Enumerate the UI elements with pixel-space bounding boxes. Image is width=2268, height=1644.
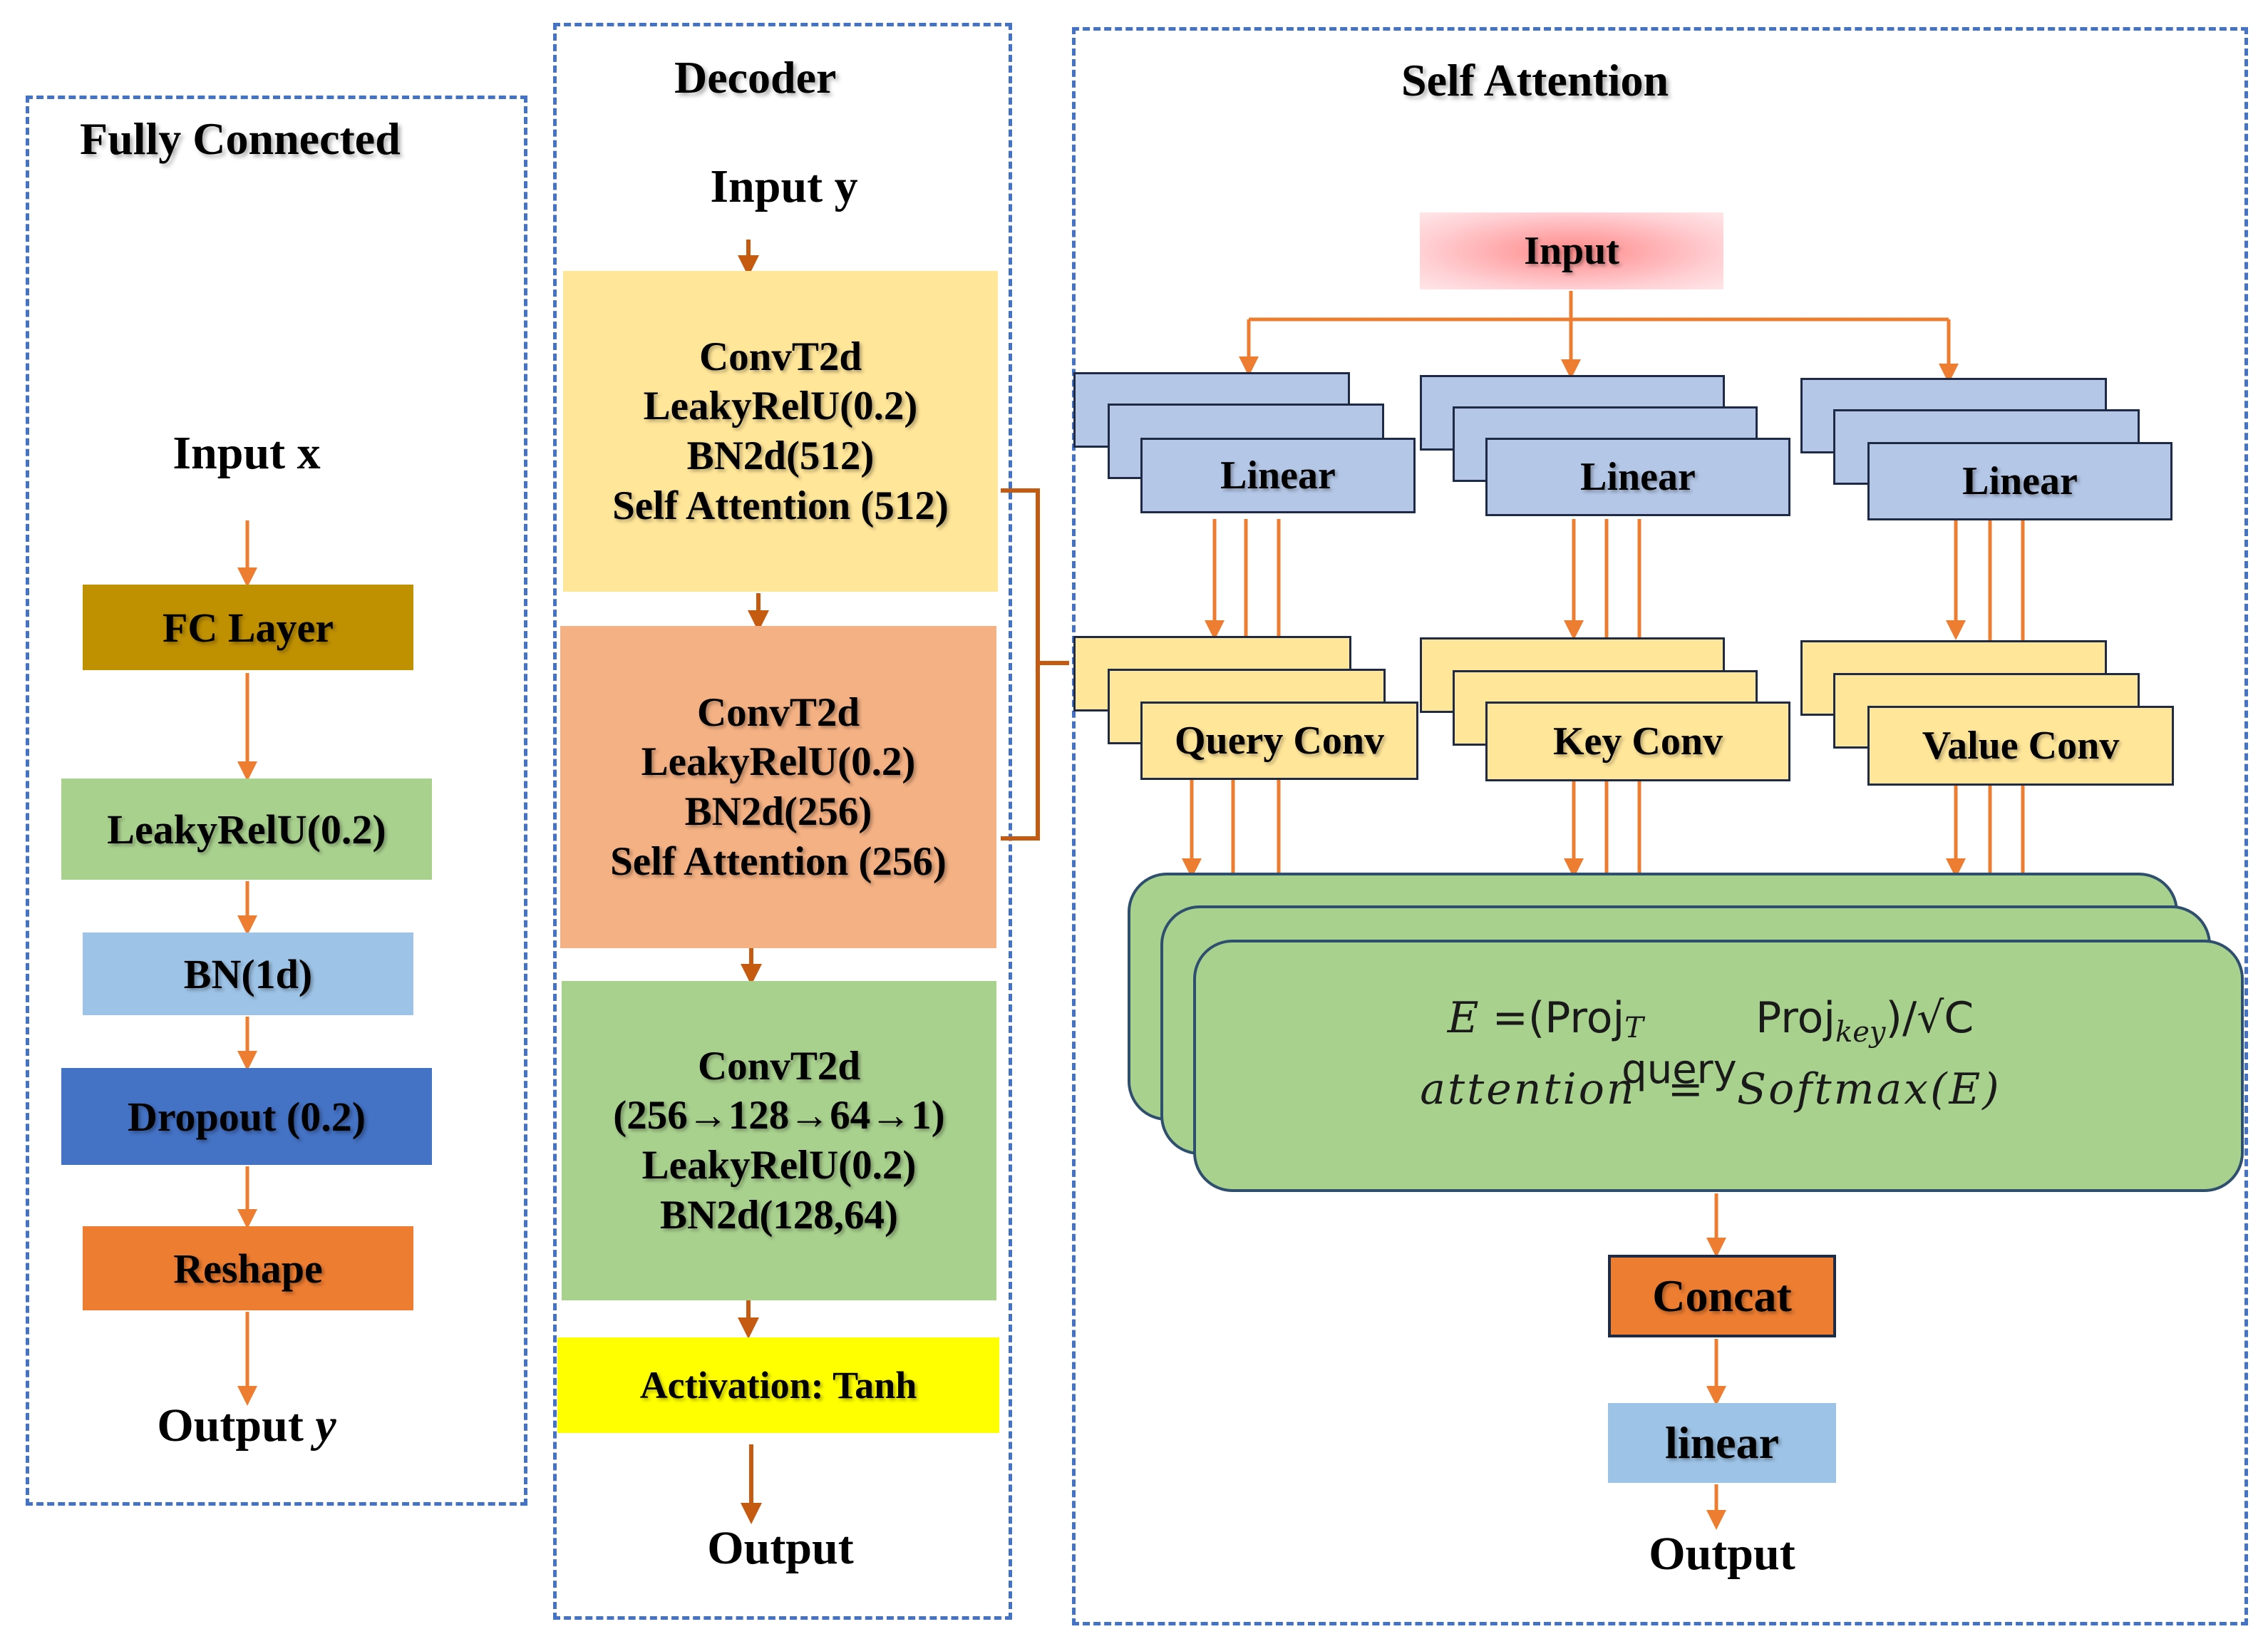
fc-leaky-relu-box: LeakyRelU(0.2)	[61, 779, 432, 880]
decoder-block-2: ConvT2d LeakyRelU(0.2) BN2d(256) Self At…	[560, 626, 996, 948]
decoder-block-3-line-4: BN2d(128,64)	[659, 1192, 899, 1238]
fully-connected-title: Fully Connected	[80, 113, 401, 164]
attention-bracket	[1001, 488, 1069, 841]
decoder-block-1-line-4: Self Attention (512)	[612, 483, 949, 528]
decoder-block-1-line-3: BN2d(512)	[686, 433, 875, 478]
decoder-block-2-line-4: Self Attention (256)	[610, 838, 947, 884]
decoder-block-3-line-1: ConvT2d	[697, 1043, 861, 1089]
linear-box-3-label: Linear	[1962, 459, 2078, 503]
softmax-equation: attention = Softmax(E)	[1420, 1064, 2001, 1114]
self-attention-title: Self Attention	[1401, 55, 1669, 106]
self-attention-panel	[1072, 27, 2248, 1625]
linear-box-1-label: Linear	[1220, 453, 1336, 498]
decoder-block-2-line-3: BN2d(256)	[684, 789, 872, 834]
linear-output-box: linear	[1608, 1403, 1836, 1483]
query-conv-box: Query Conv	[1140, 702, 1418, 780]
decoder-block-2-line-1: ConvT2d	[696, 689, 860, 735]
linear-box-2: Linear	[1485, 438, 1790, 516]
fc-input-label: Input x	[172, 427, 321, 479]
decoder-title: Decoder	[674, 52, 837, 103]
query-conv-label: Query Conv	[1175, 719, 1384, 763]
fully-connected-panel	[26, 96, 527, 1506]
decoder-block-1-line-2: LeakyRelU(0.2)	[643, 384, 918, 429]
fc-output-label: Output y	[157, 1399, 336, 1452]
attention-output-label: Output	[1649, 1528, 1795, 1580]
fc-dropout-box: Dropout (0.2)	[61, 1068, 432, 1165]
attention-layer-front	[1193, 940, 2244, 1192]
decoder-output-label: Output	[707, 1522, 854, 1574]
value-conv-box: Value Conv	[1867, 706, 2174, 786]
linear-box-3: Linear	[1867, 442, 2172, 520]
decoder-block-3: ConvT2d (256→128→64→1) LeakyRelU(0.2) BN…	[562, 981, 996, 1300]
key-conv-box: Key Conv	[1485, 702, 1790, 781]
decoder-input-label: Input y	[710, 160, 858, 212]
decoder-activation-box: Activation: Tanh	[557, 1337, 999, 1433]
fc-batchnorm-box: BN(1d)	[83, 933, 413, 1015]
fc-output-var: y	[315, 1399, 336, 1452]
decoder-block-3-line-3: LeakyRelU(0.2)	[641, 1143, 917, 1188]
concat-box: Concat	[1608, 1255, 1836, 1337]
fc-reshape-box: Reshape	[83, 1226, 413, 1310]
linear-box-2-label: Linear	[1580, 455, 1696, 499]
linear-box-1: Linear	[1140, 438, 1416, 513]
decoder-block-1-line-1: ConvT2d	[699, 334, 862, 379]
decoder-block-2-line-2: LeakyRelU(0.2)	[641, 739, 916, 785]
key-conv-label: Key Conv	[1553, 719, 1723, 764]
value-conv-label: Value Conv	[1922, 724, 2120, 768]
decoder-panel	[553, 23, 1012, 1620]
attention-input-box: Input	[1420, 212, 1723, 289]
fc-layer-box: FC Layer	[83, 585, 413, 670]
decoder-block-3-line-2: (256→128→64→1)	[613, 1093, 945, 1139]
decoder-block-1: ConvT2d LeakyRelU(0.2) BN2d(512) Self At…	[563, 271, 998, 592]
